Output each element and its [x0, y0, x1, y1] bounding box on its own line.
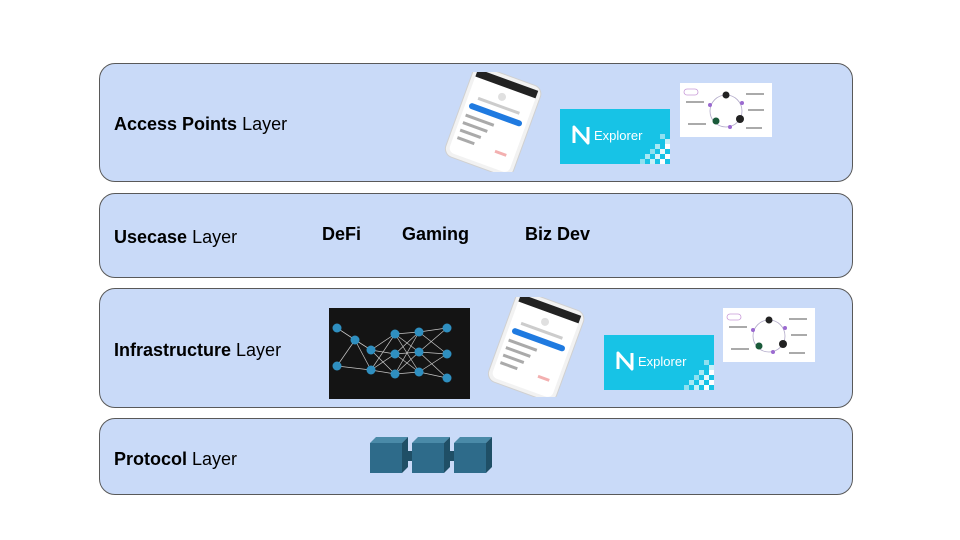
usecase-item-defi: DeFi [322, 224, 362, 244]
pixel-pattern-decoration [640, 134, 670, 164]
infrastructure-layer-title: Infrastructure Layer [114, 340, 282, 360]
explorer-label: Explorer [638, 354, 687, 369]
wallet-phone-icon [444, 72, 542, 172]
protocol-layer-title: Protocol Layer [114, 449, 238, 469]
blockchain-icon [370, 437, 492, 473]
protocol-layer: Protocol Layer [99, 418, 853, 495]
explorer-label: Explorer [594, 128, 643, 143]
near-explorer-logo: Explorer [604, 335, 714, 390]
near-logo-icon [616, 351, 634, 371]
cycle-diagram-icon [680, 83, 772, 137]
pixel-pattern-decoration [684, 360, 714, 390]
usecase-layer-title: Usecase Layer [114, 227, 238, 247]
neural-network-icon [329, 308, 470, 399]
access-points-layer: Access Points Layer Explorer [99, 63, 853, 182]
usecase-layer: Usecase Layer DeFi Gaming Biz Dev [99, 193, 853, 278]
usecase-item-gaming: Gaming [402, 224, 470, 244]
wallet-phone-icon [487, 297, 585, 397]
infrastructure-layer: Infrastructure Layer [99, 288, 853, 408]
near-explorer-logo: Explorer [560, 109, 670, 164]
near-logo-icon [572, 125, 590, 145]
cycle-diagram-icon [723, 308, 815, 362]
usecase-item-biz-dev: Biz Dev [525, 224, 591, 244]
access-points-layer-title: Access Points Layer [114, 114, 288, 134]
